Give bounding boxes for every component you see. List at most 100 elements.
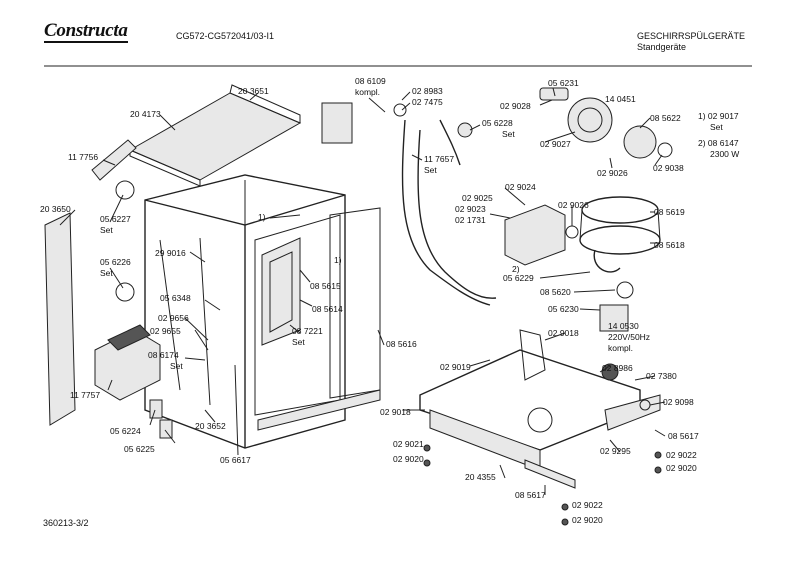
part-label: 08 5619	[654, 207, 685, 217]
part-label: 2)	[512, 264, 520, 274]
part-label: 08 6109	[355, 76, 386, 86]
part-label: 11 7657	[424, 154, 455, 164]
sump-basket-top	[581, 196, 659, 224]
part-label: 08 5620	[540, 287, 571, 297]
part-label: 02 9018	[548, 328, 579, 338]
part-label: 14 0451	[605, 94, 636, 104]
sump-basket	[579, 225, 661, 255]
part-label: Set	[100, 225, 113, 235]
part-label: 02 9026	[558, 200, 589, 210]
part-label: 11 7757	[70, 390, 101, 400]
part-label: 02 9021	[393, 439, 424, 449]
dosing-valve-block	[504, 204, 566, 266]
switch-2	[159, 419, 173, 439]
part-label: 02 9023	[455, 204, 486, 214]
base-front-rail	[429, 409, 541, 471]
model-number: CG572-CG572041/03-I1	[176, 31, 275, 41]
part-label: 02 9020	[572, 515, 603, 525]
part-label: 05 6228	[482, 118, 513, 128]
part-label: 20 3651	[238, 86, 269, 96]
water-softener	[321, 102, 353, 144]
drain-hose	[401, 119, 491, 306]
part-label: 02 7475	[412, 97, 443, 107]
part-label: 05 6230	[548, 304, 579, 314]
part-label: 02 9655	[150, 326, 181, 336]
screw-3	[654, 451, 662, 459]
part-label: 11 7756	[68, 152, 99, 162]
part-label: 20 3650	[40, 204, 71, 214]
screw-6	[561, 518, 569, 526]
part-label: 02 9020	[666, 463, 697, 473]
kick-plate	[257, 389, 381, 431]
switch-1	[149, 399, 163, 419]
part-label: 08 5622	[650, 113, 681, 123]
part-label: 08 5617	[668, 431, 699, 441]
part-label: 2300 W	[710, 149, 740, 159]
screw-1	[423, 444, 431, 452]
part-label: 02 9025	[462, 193, 493, 203]
screw-2	[423, 459, 431, 467]
hose-clip	[115, 180, 135, 200]
part-label: 05 6227	[100, 214, 131, 224]
cabinet-frame	[144, 174, 346, 449]
part-label: kompl.	[355, 87, 381, 97]
part-label: 220V/50Hz	[608, 332, 651, 342]
part-label: 05 6231	[548, 78, 579, 88]
drawing-number: 360213-3/2	[43, 518, 89, 528]
part-label: 08 5614	[312, 304, 343, 314]
part-label: 08 5617	[515, 490, 546, 500]
drain-sump	[527, 407, 553, 433]
base-strip	[524, 459, 576, 489]
part-label: 02 9027	[540, 139, 571, 149]
inlet-valve	[457, 122, 473, 138]
part-label: 02 9295	[600, 446, 631, 456]
screw-4	[654, 466, 662, 474]
part-label: 02 9656	[158, 313, 189, 323]
part-label: 02 8986	[602, 363, 633, 373]
bracket	[91, 139, 137, 181]
part-label: 02 9022	[572, 500, 603, 510]
part-label: 08 7221	[292, 326, 323, 336]
part-label: 02 1731	[455, 215, 486, 225]
part-label: 14 0530	[608, 321, 639, 331]
pump-motor	[623, 125, 657, 159]
part-label: 02 9020	[393, 454, 424, 464]
part-label: 02 9022	[666, 450, 697, 460]
part-label: 02 9019	[440, 362, 471, 372]
part-label: 05 6224	[110, 426, 141, 436]
part-label: 02 9026	[597, 168, 628, 178]
part-label: 05 6226	[100, 257, 131, 267]
part-label: 20 4173	[130, 109, 161, 119]
part-label: 1) 02 9017	[698, 111, 739, 121]
part-label: 02 9098	[663, 397, 694, 407]
part-label: 02 9028	[500, 101, 531, 111]
part-label: Set	[170, 361, 183, 371]
part-label: 02 9038	[653, 163, 684, 173]
brand-logo: Constructa	[44, 20, 128, 43]
part-label: Set	[710, 122, 723, 132]
part-label: 05 6617	[220, 455, 251, 465]
part-label: 05 6229	[503, 273, 534, 283]
leader-lines	[59, 87, 666, 495]
part-label: Set	[100, 268, 113, 278]
part-label: 08 6174	[148, 350, 179, 360]
part-label: 20 4355	[465, 472, 496, 482]
door-gasket	[329, 207, 381, 399]
part-label: 08 5615	[310, 281, 341, 291]
drain-pump	[599, 304, 629, 332]
part-label: 08 5618	[654, 240, 685, 250]
part-label: Set	[502, 129, 515, 139]
part-label: 2) 08 6147	[698, 138, 739, 148]
part-label: 29 9016	[155, 248, 186, 258]
part-label: Set	[424, 165, 437, 175]
hose-clip-2	[115, 282, 135, 302]
part-label: 05 6225	[124, 444, 155, 454]
subcategory-title: Standgeräte	[637, 42, 687, 52]
door-seal-group	[261, 237, 301, 346]
part-label: 02 9018	[380, 407, 411, 417]
part-label: 02 7380	[646, 371, 677, 381]
part-label: 08 5616	[386, 339, 417, 349]
o-ring	[657, 142, 673, 158]
screw-5	[561, 503, 569, 511]
